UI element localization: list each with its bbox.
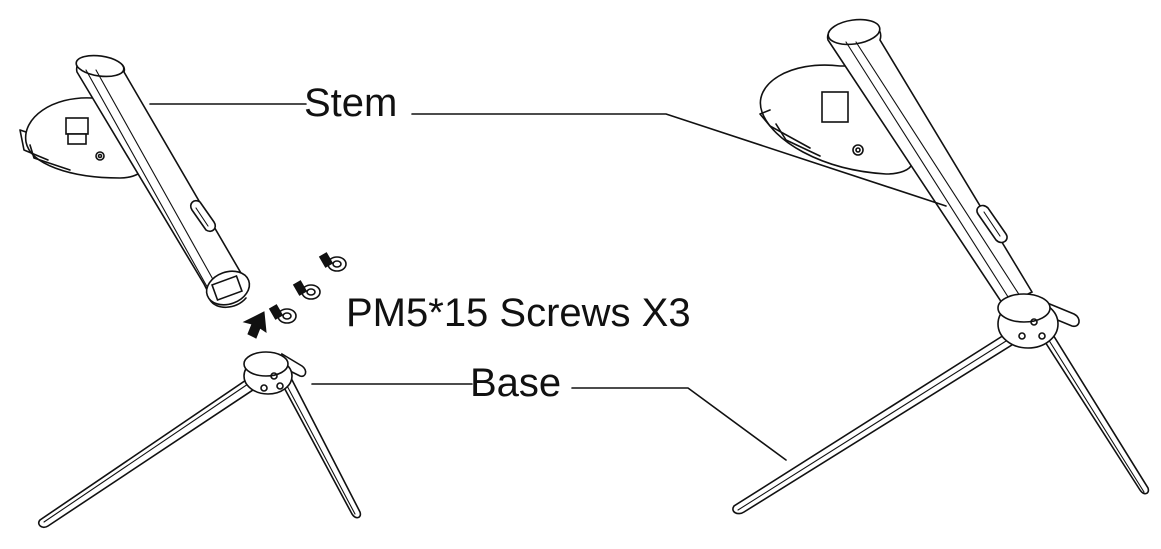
screw-3	[268, 304, 297, 324]
screws-label: PM5*15 Screws X3	[346, 291, 691, 335]
screw-2	[292, 280, 321, 300]
left-stem-tube	[75, 54, 251, 309]
right-stem	[759, 18, 1034, 308]
stem-callout-lines	[149, 103, 947, 207]
up-arrow-icon	[242, 311, 267, 339]
base-label: Base	[470, 361, 561, 405]
left-stem	[19, 54, 251, 309]
right-base	[732, 293, 1150, 515]
screw-1	[318, 252, 347, 272]
base-callout-lines	[311, 383, 787, 461]
stem-label: Stem	[304, 81, 397, 125]
right-stem-tube	[826, 18, 1034, 308]
left-base	[37, 351, 362, 529]
